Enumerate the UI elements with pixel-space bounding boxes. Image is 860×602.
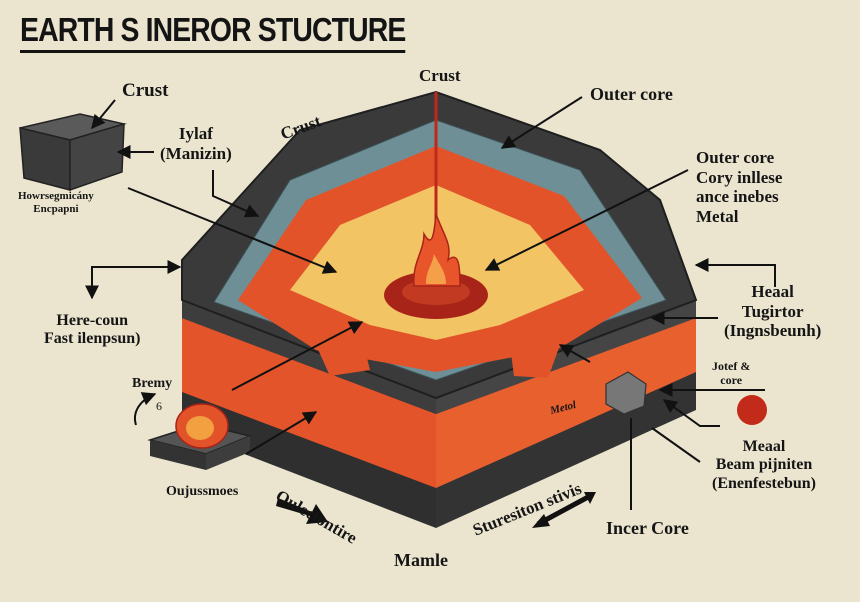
double-arrow-sturesiton-icon — [532, 492, 596, 528]
label-outer-core-desc: Outer core Cory inllese ance inebes Meta… — [696, 148, 783, 226]
label-crust-top: Crust — [419, 66, 461, 85]
label-bremy: Bremy — [132, 376, 173, 391]
magma-blob-icon — [737, 395, 767, 425]
label-bremy-number: 6 — [156, 399, 162, 413]
arrow-caption-inner — [127, 187, 338, 274]
arrow-lava-band — [245, 411, 318, 455]
label-here-coun: Here-coun Fast ilenpsun) — [44, 312, 141, 348]
outer-core-band-left — [182, 318, 436, 488]
line-beam — [651, 427, 701, 463]
dark-band-left — [182, 300, 436, 414]
gray-rock-icon — [605, 371, 647, 415]
rock-cube-icon — [19, 113, 127, 192]
bremy-curve — [134, 392, 157, 426]
arrow-here-coun — [85, 260, 182, 300]
outer-core-notch-right — [508, 330, 560, 378]
label-iylaf: Iylaf (Manizin) — [160, 124, 232, 163]
arrow-meaal — [662, 399, 720, 427]
arrow-ouleclontire-icon — [276, 498, 328, 524]
lava-rock-icon — [147, 403, 253, 470]
arrow-lava-inner — [231, 321, 364, 391]
outer-core-band-right — [436, 318, 696, 488]
arrow-mantle-right — [558, 344, 591, 363]
arrow-outer-core-desc — [484, 169, 689, 271]
arrow-outer-core-top — [500, 96, 583, 149]
flame-icon — [413, 213, 461, 287]
label-rock-caption: Howrsegmicány Encpapni — [18, 190, 94, 215]
label-jotef: Jotef & core — [712, 359, 751, 387]
label-incer-core: Incer Core — [606, 518, 689, 538]
page-title: EARTH S INEROR STUCTURE — [20, 12, 406, 53]
label-crust-rock: Crust — [122, 80, 169, 101]
arrow-heaal — [694, 258, 776, 287]
arrow-iylaf-crust — [212, 170, 260, 218]
label-mamle: Mamle — [394, 550, 448, 570]
arrow-crust-rock — [91, 99, 116, 130]
label-heaal: Heaal Tugirtor (Ingnsbeunh) — [724, 282, 822, 341]
label-meaal: Meaal Beam pijniten (Enenfestebun) — [712, 438, 817, 492]
label-outer-core-top: Outer core — [590, 84, 673, 104]
outer-core-notch-left — [316, 330, 370, 376]
label-oujussmoes: Oujussmoes — [166, 484, 239, 499]
